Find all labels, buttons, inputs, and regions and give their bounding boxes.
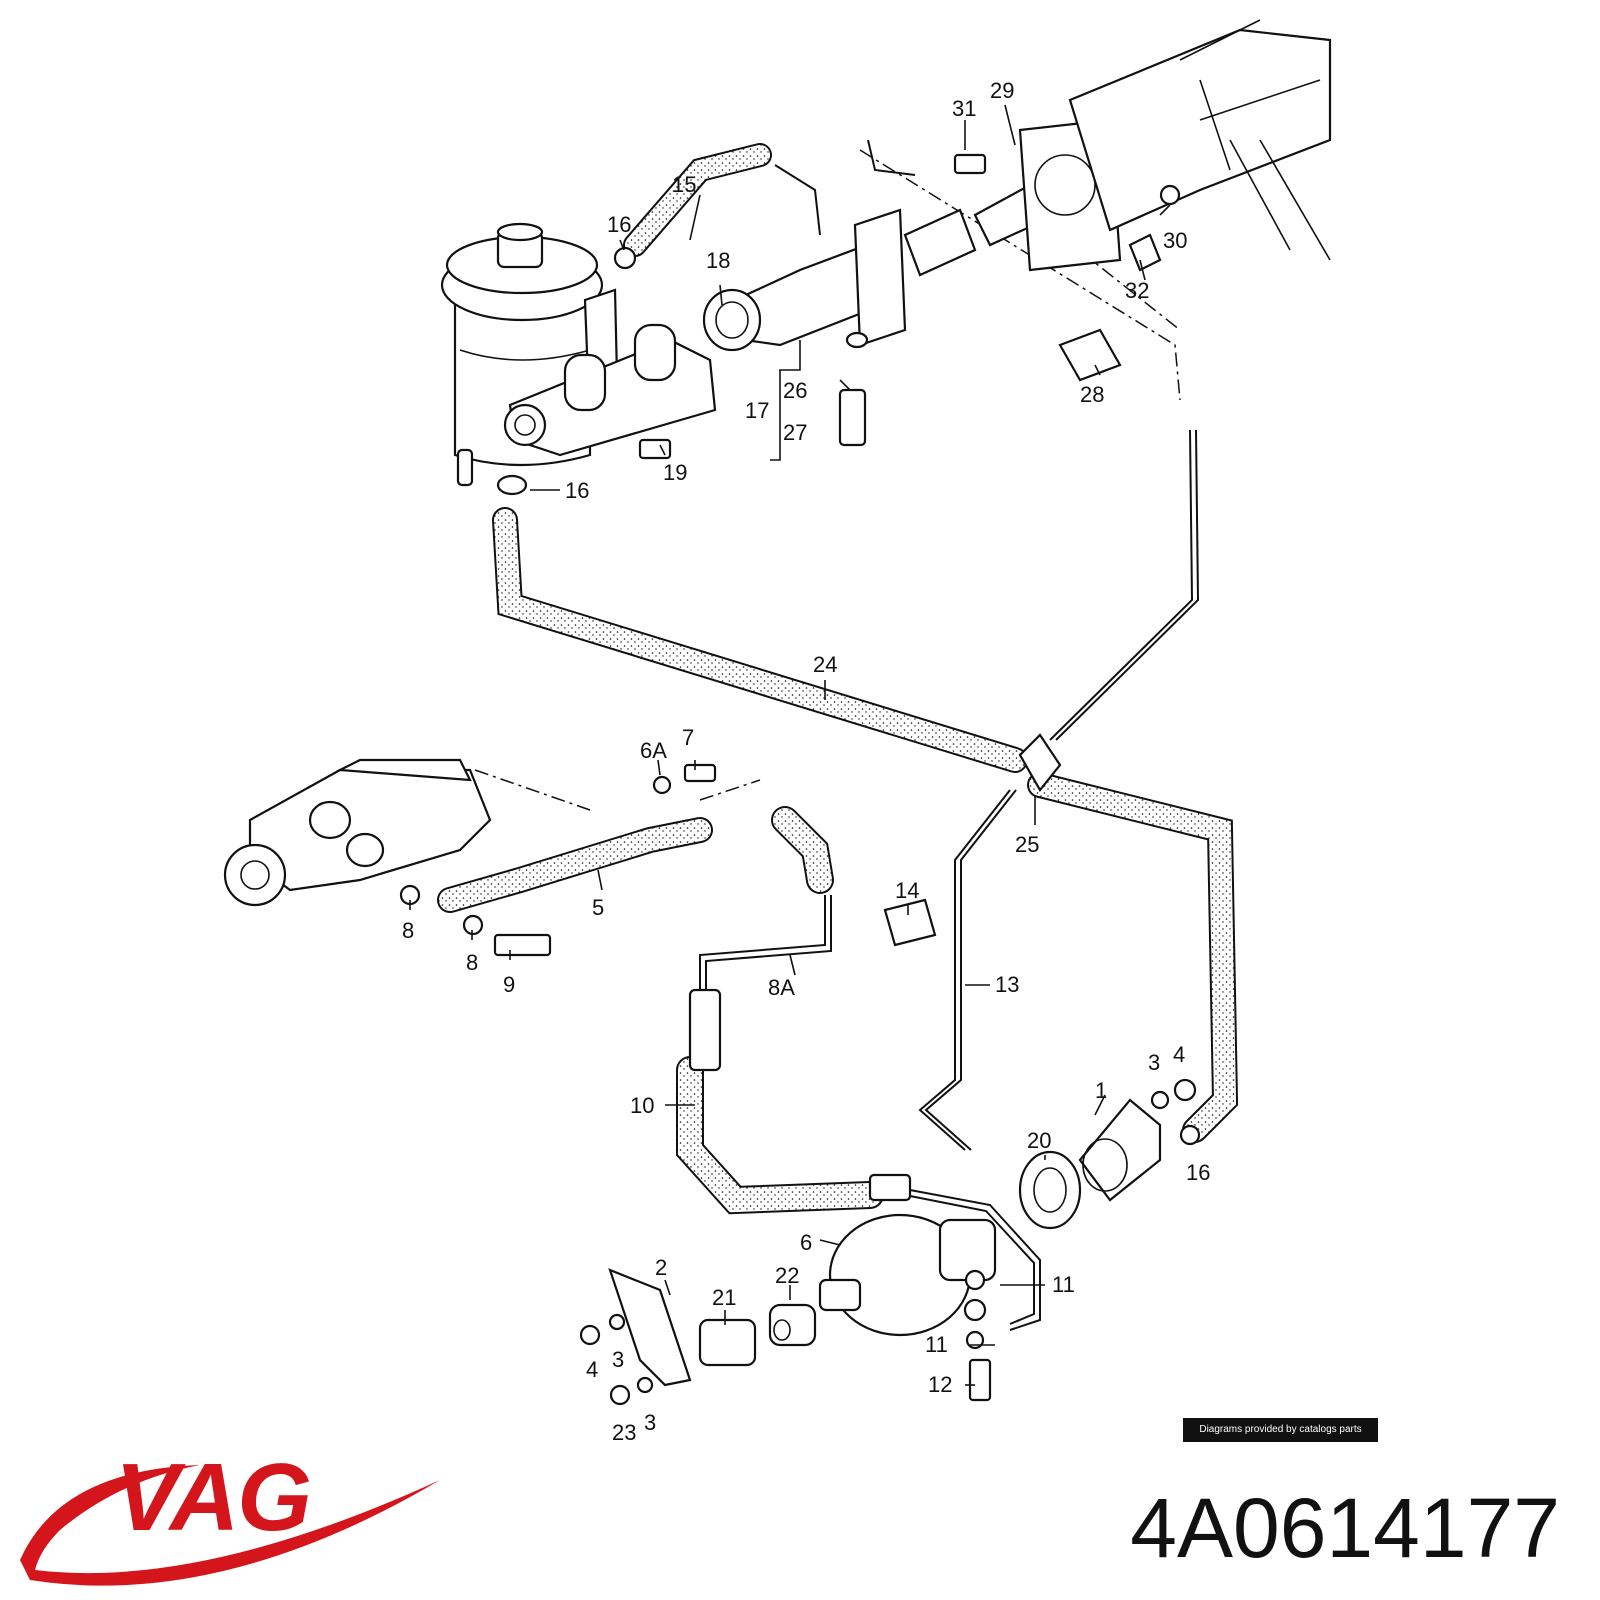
part-number: 4A0614177 bbox=[1130, 1481, 1560, 1575]
callout-2: 2 bbox=[655, 1255, 667, 1280]
pipe-11 bbox=[909, 1189, 1041, 1331]
hardware bbox=[399, 153, 1201, 1406]
mounting-frame bbox=[1018, 19, 1332, 272]
regulator bbox=[1018, 1098, 1162, 1230]
brand-swoosh bbox=[20, 1465, 440, 1586]
valve-block bbox=[503, 323, 717, 457]
accumulator bbox=[818, 1173, 997, 1337]
callout-24: 24 bbox=[813, 652, 837, 677]
callout-16: 16 bbox=[607, 212, 631, 237]
brand-logo: VAG bbox=[115, 1444, 312, 1551]
callout-6A: 6A bbox=[640, 738, 667, 763]
callout-6: 6 bbox=[800, 1230, 812, 1255]
callout-31: 31 bbox=[952, 96, 976, 121]
callout-32: 32 bbox=[1125, 278, 1149, 303]
callout-19: 19 bbox=[663, 460, 687, 485]
callout-1: 1 bbox=[1095, 1078, 1107, 1103]
dashed-leaders bbox=[474, 149, 1181, 811]
pipe-13 bbox=[918, 429, 1200, 1151]
callout-12: 12 bbox=[928, 1372, 952, 1397]
credit-text: Diagrams provided by catalogs parts bbox=[1199, 1424, 1362, 1435]
callout-3: 3 bbox=[1148, 1050, 1160, 1075]
callout-21: 21 bbox=[712, 1285, 736, 1310]
callout-13: 13 bbox=[995, 972, 1019, 997]
callout-11: 11 bbox=[925, 1332, 948, 1357]
callout-9: 9 bbox=[503, 972, 515, 997]
leader-lines bbox=[409, 104, 1171, 1386]
pipe-8A bbox=[699, 895, 832, 1000]
hose-5 bbox=[437, 806, 834, 913]
pipe-top bbox=[774, 139, 916, 236]
callout-18: 18 bbox=[706, 248, 730, 273]
callout-29: 29 bbox=[990, 78, 1014, 103]
credit-banner: Diagrams provided by catalogs parts bbox=[1183, 1418, 1378, 1442]
callout-7: 7 bbox=[682, 725, 694, 750]
callout-10: 10 bbox=[630, 1093, 654, 1118]
callout-15: 15 bbox=[672, 172, 696, 197]
hose-10 bbox=[676, 1056, 884, 1215]
callout-11: 11 bbox=[1052, 1272, 1075, 1297]
callout-4: 4 bbox=[586, 1357, 598, 1382]
pump bbox=[223, 758, 492, 907]
bracket-2 bbox=[608, 1268, 817, 1387]
callout-14: 14 bbox=[895, 878, 919, 903]
callout-17: 17 bbox=[745, 398, 769, 423]
hose-15 bbox=[623, 143, 772, 257]
callout-8: 8 bbox=[402, 918, 414, 943]
servo-unit bbox=[702, 183, 1047, 352]
callout-25: 25 bbox=[1015, 832, 1039, 857]
callout-26: 26 bbox=[783, 378, 807, 403]
callout-23: 23 bbox=[612, 1420, 636, 1445]
callout-28: 28 bbox=[1080, 382, 1104, 407]
callout-27: 27 bbox=[783, 420, 807, 445]
callout-8: 8 bbox=[466, 950, 478, 975]
callout-3: 3 bbox=[612, 1347, 624, 1372]
callout-labels: 1 2 3 3 3 4 4 5 6 6A 7 8 8 8A 9 10 11 11… bbox=[402, 78, 1210, 1445]
hose-24 bbox=[492, 507, 1239, 1143]
callout-8A: 8A bbox=[768, 975, 795, 1000]
callout-3: 3 bbox=[644, 1410, 656, 1435]
callout-20: 20 bbox=[1027, 1128, 1051, 1153]
callout-30: 30 bbox=[1163, 228, 1187, 253]
callout-22: 22 bbox=[775, 1263, 799, 1288]
callout-4: 4 bbox=[1173, 1042, 1185, 1067]
callout-5: 5 bbox=[592, 895, 604, 920]
callout-16: 16 bbox=[565, 478, 589, 503]
callout-16: 16 bbox=[1186, 1160, 1210, 1185]
